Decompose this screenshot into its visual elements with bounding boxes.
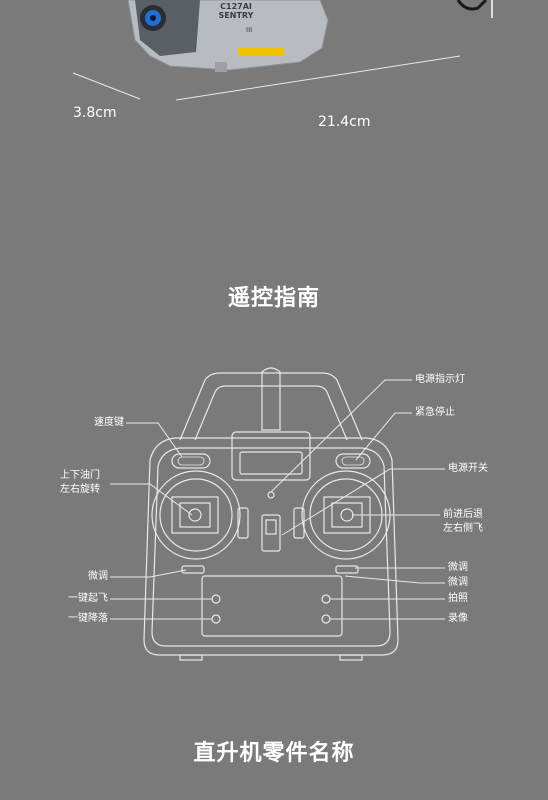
height-dimension: 3.8cm — [73, 105, 117, 121]
label-one-key-land: 一键降落 — [68, 613, 108, 624]
label-video: 录像 — [448, 613, 468, 624]
label-emergency-stop: 紧急停止 — [415, 407, 455, 418]
label-trim-left: 微调 — [88, 571, 108, 582]
label-power-indicator: 电源指示灯 — [415, 374, 465, 385]
length-dimension-line — [175, 55, 461, 101]
height-dimension-line — [72, 72, 141, 100]
label-throttle-line2: 左右旋转 — [60, 484, 100, 495]
label-trim-right-2: 微调 — [448, 577, 468, 588]
label-one-key-takeoff: 一键起飞 — [68, 593, 108, 604]
label-speed-key: 速度键 — [94, 417, 124, 428]
drone-model-line2: SENTRY — [218, 11, 254, 20]
label-throttle: 上下油门 左右旋转 — [60, 469, 100, 497]
length-dimension: 21.4cm — [318, 114, 371, 130]
leader-lines — [110, 379, 445, 620]
drone-model-line1: C127AI — [220, 2, 252, 11]
remote-controller-diagram — [143, 367, 399, 661]
remote-guide-title: 遥控指南 — [227, 286, 320, 311]
label-trim-right-1: 微调 — [448, 562, 468, 573]
drone-model-label: C127AI SENTRY — [216, 2, 256, 20]
label-direction-line2: 左右侧飞 — [443, 523, 483, 534]
label-throttle-line1: 上下油门 — [60, 470, 100, 481]
parts-name-title: 直升机零件名称 — [193, 741, 355, 766]
label-direction-line1: 前进后退 — [443, 509, 483, 520]
drone-marking: III — [246, 26, 253, 34]
label-photo: 拍照 — [448, 593, 468, 604]
label-direction: 前进后退 左右侧飞 — [443, 508, 483, 536]
label-power-switch: 电源开关 — [448, 463, 488, 474]
drone-image — [127, 0, 493, 72]
